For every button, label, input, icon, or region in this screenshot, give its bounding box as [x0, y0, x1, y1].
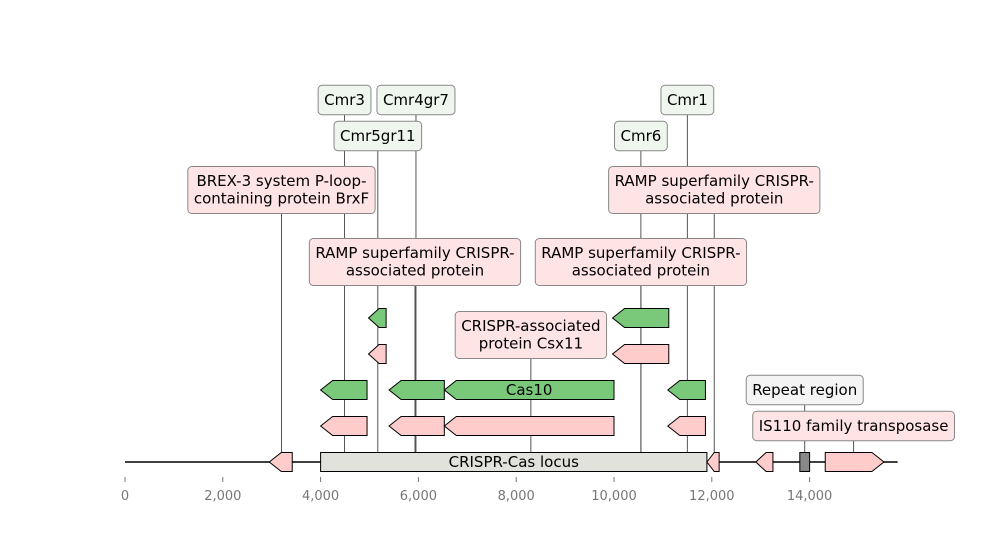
annotation-text: Repeat region [752, 381, 857, 399]
annotation-text: Cmr4gr7 [383, 91, 449, 109]
annotation-box [745, 374, 864, 406]
annotation-text: associated protein [645, 190, 783, 208]
crispr-cas-locus-label: CRISPR-Cas locus [449, 453, 579, 471]
axis-tick-label: 8,000 [498, 489, 535, 504]
annotation-box [534, 238, 748, 286]
gene-feature-f2 [706, 452, 720, 472]
gene-label-cas10: Cas10 [506, 381, 553, 399]
axis-tick-label: 10,000 [591, 489, 637, 504]
annotation-text: Cmr6 [620, 127, 661, 145]
gene-feature-g6 [611, 308, 670, 328]
gene-feature-is110 [824, 452, 885, 472]
annotation-label: IS110 family transposase [752, 410, 955, 442]
gene-feature-g2 [388, 380, 445, 400]
annotation-box [187, 166, 376, 214]
annotation-box [376, 84, 456, 116]
gene-feature-g5 [367, 308, 387, 328]
axis-tick-label: 4,000 [302, 489, 339, 504]
annotation-text: RAMP superfamily CRISPR- [315, 244, 514, 262]
annotation-text: containing protein BrxF [194, 190, 369, 208]
axis-tick-label: 14,000 [787, 489, 833, 504]
annotation-text: CRISPR-associated [461, 317, 600, 335]
annotation-label: Cmr6 [613, 120, 668, 152]
annotation-box [317, 84, 372, 116]
annotation-text: Cmr3 [324, 91, 365, 109]
annotation-text: RAMP superfamily CRISPR- [615, 172, 814, 190]
gene-feature-f3 [755, 452, 774, 472]
axis-tick-label: 2,000 [204, 489, 241, 504]
annotation-text: Cmr1 [667, 91, 708, 109]
annotation-box [454, 311, 608, 359]
position-axis: 0 2,000 4,000 6,000 8,000 10,000 12,000 14,000 [121, 477, 832, 504]
annotation-text: associated protein [346, 262, 484, 280]
annotation-label: Cmr5gr11 [333, 120, 423, 152]
annotation-label: Repeat region [745, 374, 864, 406]
annotation-box [660, 84, 715, 116]
annotation-text: BREX-3 system P-loop- [196, 172, 366, 190]
gene-features: CRISPR-Cas locus Cas10 [268, 308, 885, 472]
annotation-label: Cmr4gr7 [376, 84, 456, 116]
axis-tick-label: 6,000 [400, 489, 437, 504]
gene-feature-g4 [666, 380, 706, 400]
annotation-text: RAMP superfamily CRISPR- [541, 244, 740, 262]
gene-feature-g1 [319, 380, 368, 400]
annotation-box [308, 238, 522, 286]
annotation-boxes: BREX-3 system P-loop-containing protein … [187, 84, 955, 442]
gene-feature-p3 [443, 416, 615, 436]
axis-tick-label: 12,000 [689, 489, 735, 504]
annotation-label: RAMP superfamily CRISPR-associated prote… [534, 238, 748, 286]
annotation-box [608, 166, 821, 214]
gene-feature-p6 [611, 344, 670, 364]
gene-feature-cas10 [443, 380, 615, 400]
gene-feature-p4 [666, 416, 706, 436]
annotation-text: protein Csx11 [479, 335, 583, 353]
annotation-label: RAMP superfamily CRISPR-associated prote… [308, 238, 522, 286]
gene-feature-p2 [388, 416, 445, 436]
annotation-label: Cmr3 [317, 84, 372, 116]
annotation-box [333, 120, 423, 152]
annotation-text: associated protein [572, 262, 710, 280]
gene-feature-p1 [319, 416, 368, 436]
annotation-box [752, 410, 955, 442]
annotation-text: Cmr5gr11 [340, 127, 416, 145]
gene-feature-repeat [799, 452, 811, 472]
gene-feature-brex [268, 452, 293, 472]
annotation-label: RAMP superfamily CRISPR-associated prote… [608, 166, 821, 214]
axis-tick-label: 0 [121, 489, 129, 504]
gene-feature-p5 [367, 344, 387, 364]
annotation-label: Cmr1 [660, 84, 715, 116]
annotation-box [613, 120, 668, 152]
annotation-text: IS110 family transposase [759, 417, 949, 435]
annotation-label: BREX-3 system P-loop-containing protein … [187, 166, 376, 214]
